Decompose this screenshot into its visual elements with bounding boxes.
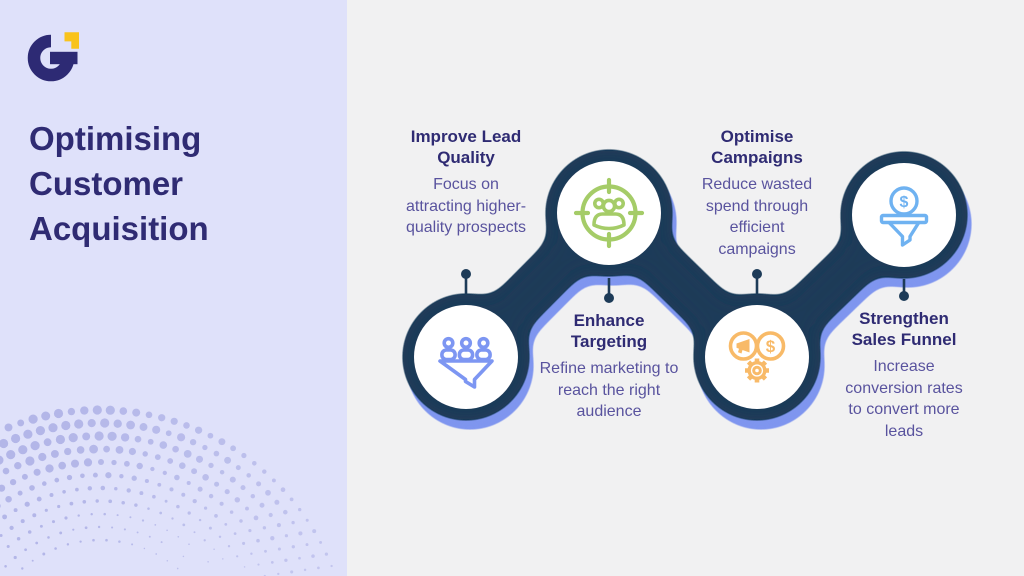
step-2-title: Enhance Targeting [570,311,648,351]
step-4-title: Strengthen Sales Funnel [851,309,957,349]
audience-target-icon [573,177,645,249]
g-mark-logo-icon [27,32,79,82]
step-1-title: Improve Lead Quality [410,127,522,167]
sales-funnel-coin-icon: $ [879,186,929,247]
halftone-dots-decoration [0,405,333,576]
step-1-desc: Focus on attracting higher-quality prosp… [405,176,527,236]
label-connectors [461,269,909,303]
step-2-label: Enhance Targeting Refine marketing to re… [524,310,694,423]
campaign-money-gear-icon: $ [728,331,786,383]
page-title: Optimising Customer Acquisition [29,120,209,247]
left-panel: Optimising Customer Acquisition [0,0,347,576]
step-3-title: Optimise Campaigns [711,127,803,167]
step-1-label: Improve Lead Quality Focus on attracting… [381,126,551,239]
svg-text:$: $ [900,194,909,211]
step-4-desc: Increase conversion rates to convert mor… [845,358,963,440]
prospect-filter-funnel-icon [438,336,494,389]
step-3-label: Optimise Campaigns Reduce wasted spend t… [672,126,842,260]
step-2-desc: Refine marketing to reach the right audi… [539,360,679,420]
step-3-desc: Reduce wasted spend through efficient ca… [701,176,813,258]
svg-text:$: $ [766,337,776,356]
step-4-label: Strengthen Sales Funnel Increase convers… [819,308,989,442]
